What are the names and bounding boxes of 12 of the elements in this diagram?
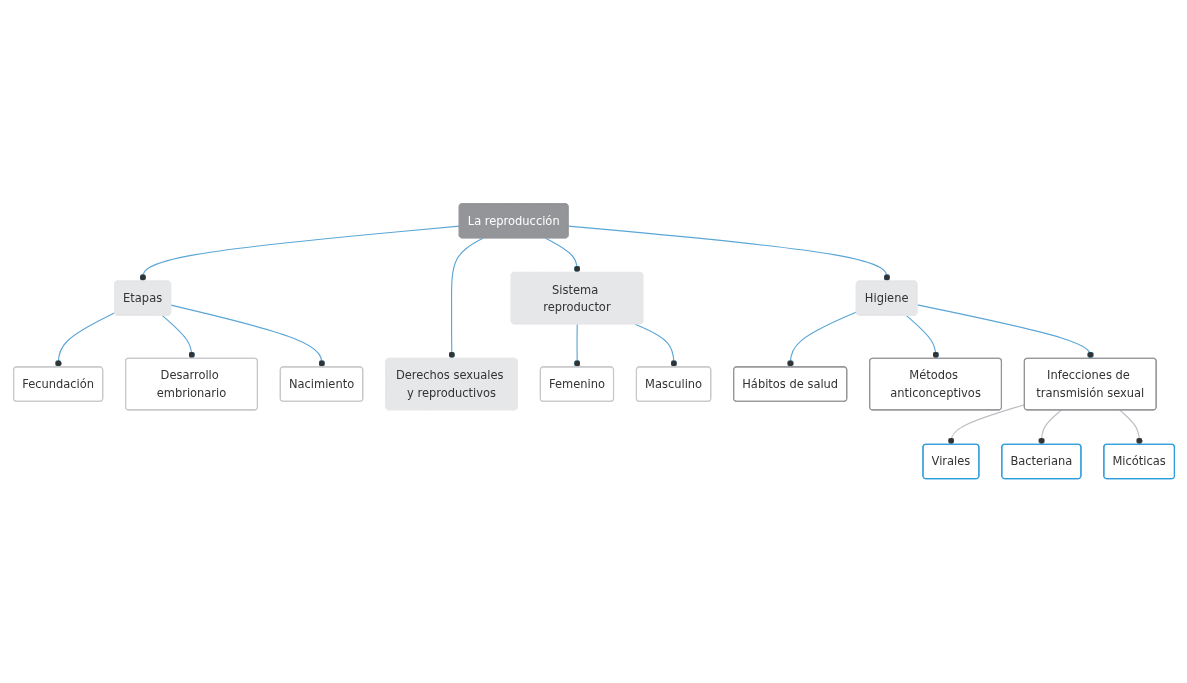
connector [169, 305, 325, 369]
connector [916, 304, 1094, 360]
connector [567, 225, 890, 283]
connector [447, 238, 483, 360]
connector [573, 324, 581, 369]
connector [786, 311, 857, 369]
connector [54, 312, 115, 369]
connector [138, 225, 460, 283]
connector [161, 315, 195, 360]
connector [905, 315, 939, 360]
connector [1118, 409, 1143, 446]
connector [1037, 409, 1062, 446]
